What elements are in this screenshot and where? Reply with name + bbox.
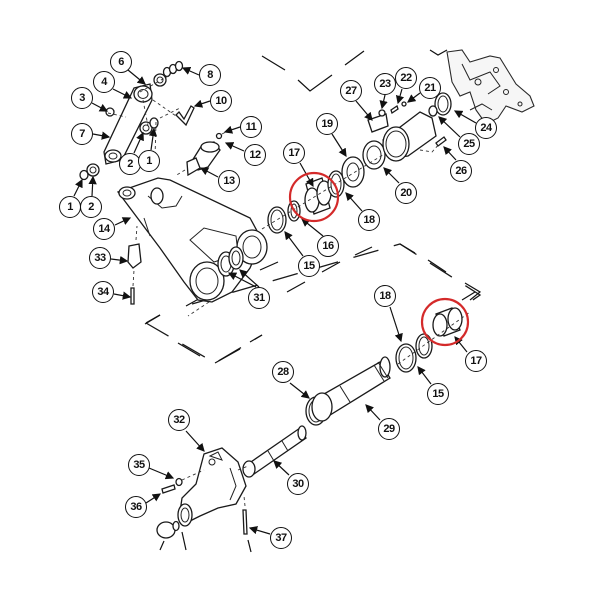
callout-part-23: 23: [374, 73, 396, 95]
callout-part-12: 12: [244, 144, 266, 166]
housing: [367, 92, 452, 162]
callout-part-34: 34: [92, 281, 114, 303]
callout-part-7: 7: [71, 123, 93, 145]
callout-part-14: 14: [93, 218, 115, 240]
callout-part-33: 33: [89, 247, 111, 269]
callout-part-18: 18: [374, 285, 396, 307]
arm-hardware: [79, 60, 195, 181]
callout-part-31: 31: [248, 287, 270, 309]
callout-part-15: 15: [298, 255, 320, 277]
callout-part-29: 29: [378, 418, 400, 440]
callout-part-28: 28: [272, 361, 294, 383]
callout-part-24: 24: [475, 117, 497, 139]
inset-frame-upper: [261, 49, 448, 92]
callout-part-25: 25: [458, 133, 480, 155]
trailing-arm: [116, 177, 268, 317]
callout-part-4: 4: [93, 71, 115, 93]
callout-part-35: 35: [128, 454, 150, 476]
callout-part-13: 13: [218, 170, 240, 192]
callout-part-17: 17: [283, 142, 305, 164]
callout-part-32: 32: [168, 409, 190, 431]
callout-part-1: 1: [59, 196, 81, 218]
highlight-rings: [288, 171, 470, 347]
callout-part-30: 30: [287, 473, 309, 495]
callout-part-16: 16: [317, 235, 339, 257]
highlight-ring-part-17-upper: [288, 171, 340, 223]
hub: [156, 447, 249, 539]
callout-part-36: 36: [125, 496, 147, 518]
callout-part-27: 27: [340, 80, 362, 102]
callout-part-10: 10: [210, 90, 232, 112]
stub-shaft: [242, 425, 307, 478]
callout-part-22: 22: [395, 67, 417, 89]
callout-part-1: 1: [138, 150, 160, 172]
callout-part-6: 6: [110, 51, 132, 73]
callout-part-37: 37: [270, 527, 292, 549]
callout-part-21: 21: [419, 77, 441, 99]
callout-part-20: 20: [395, 182, 417, 204]
callout-part-15: 15: [427, 383, 449, 405]
upper-bearing-stack: [261, 140, 405, 234]
callout-part-18: 18: [358, 209, 380, 231]
inset-frame-lower: [144, 243, 482, 364]
callout-part-2: 2: [80, 196, 102, 218]
leader-lines: [73, 67, 477, 553]
highlight-ring-part-17-lower: [420, 297, 470, 347]
chassis-frame: [446, 49, 535, 125]
callout-part-26: 26: [450, 160, 472, 182]
callout-part-8: 8: [199, 64, 221, 86]
spindle: [174, 128, 233, 177]
lower-bearing-stack: [395, 307, 471, 373]
callout-part-11: 11: [240, 116, 262, 138]
callout-part-3: 3: [71, 87, 93, 109]
axle-shaft: [305, 356, 391, 426]
callout-part-19: 19: [316, 113, 338, 135]
callout-part-17: 17: [465, 350, 487, 372]
